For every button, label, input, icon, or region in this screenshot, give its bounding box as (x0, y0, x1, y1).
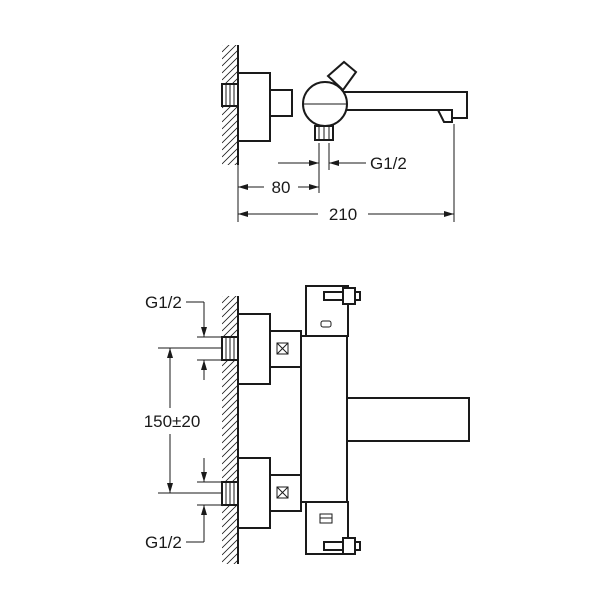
hatch-line (222, 377, 238, 395)
hatch-line (222, 147, 238, 165)
hatch-line (222, 405, 238, 423)
top-dimensions (237, 124, 455, 222)
hatch-line (222, 126, 238, 144)
top-spout-nozzle (436, 109, 453, 123)
hatch-line (222, 176, 238, 192)
top-view: G1/2 80 210 (221, 45, 468, 224)
hatch-line (222, 538, 238, 556)
front-lower-escutcheon (237, 457, 271, 529)
hatch-line (222, 391, 238, 409)
hatch-line (222, 119, 238, 137)
hatch-line (222, 510, 238, 528)
hatch-line (222, 517, 238, 535)
hatch-line (227, 154, 238, 165)
hatch-line (222, 63, 238, 81)
front-top-indicator (320, 320, 332, 328)
hatch-line (222, 461, 238, 479)
front-thread-bottom-label: G1/2 (145, 533, 182, 552)
hatch-line (234, 161, 238, 165)
hatch-line (222, 321, 238, 339)
hatch-line (222, 300, 238, 318)
hatch-line (222, 419, 238, 437)
top-short-dimension-label: 80 (272, 178, 291, 197)
front-upper-escutcheon (237, 313, 271, 385)
hatch-line (222, 307, 238, 325)
top-escutcheon (237, 72, 271, 142)
hatch-line (222, 296, 223, 297)
hatch-line (222, 370, 238, 388)
top-wall-hatch (222, 45, 238, 192)
hatch-line (222, 433, 238, 451)
hatch-line (222, 363, 238, 381)
hatch-line (222, 574, 238, 590)
hatch-line (222, 531, 238, 549)
front-bottom-lever-knob (342, 537, 356, 555)
hatch-line (222, 524, 238, 542)
front-thread-top-label: G1/2 (145, 293, 182, 312)
hatch-line (226, 552, 238, 564)
top-thread-label: G1/2 (370, 154, 407, 173)
hatch-line (222, 56, 238, 74)
hatch-line (222, 398, 238, 416)
hatch-line (222, 296, 230, 304)
front-body (300, 335, 348, 503)
hatch-line (222, 112, 238, 130)
front-wall-hatch (222, 296, 238, 590)
hatch-line (222, 412, 238, 430)
hatch-line (222, 545, 238, 563)
hatch-line (222, 426, 238, 444)
hatch-line (222, 440, 238, 458)
hatch-line (233, 559, 238, 564)
hatch-line (222, 447, 238, 465)
hatch-line (222, 314, 238, 332)
hatch-line (222, 169, 238, 185)
hatch-line (222, 384, 238, 402)
front-spacing-label: 150±20 (144, 412, 201, 431)
front-dimensions (158, 301, 222, 543)
hatch-line (222, 105, 238, 123)
hatch-line (222, 567, 238, 583)
hatch-line (222, 454, 238, 472)
hatch-line (222, 503, 238, 521)
hatch-line (222, 45, 237, 60)
hatch-line (222, 45, 223, 46)
front-view: G1/2 150±20 G1/2 (144, 285, 470, 590)
top-long-dimension-label: 210 (329, 205, 357, 224)
top-connector (269, 89, 293, 117)
front-top-lever-knob (342, 287, 356, 305)
hatch-line (222, 133, 238, 151)
hatch-line (222, 140, 238, 158)
hatch-line (222, 45, 230, 53)
hatch-line (222, 296, 237, 311)
hatch-line (222, 49, 238, 67)
front-spout (345, 397, 470, 442)
